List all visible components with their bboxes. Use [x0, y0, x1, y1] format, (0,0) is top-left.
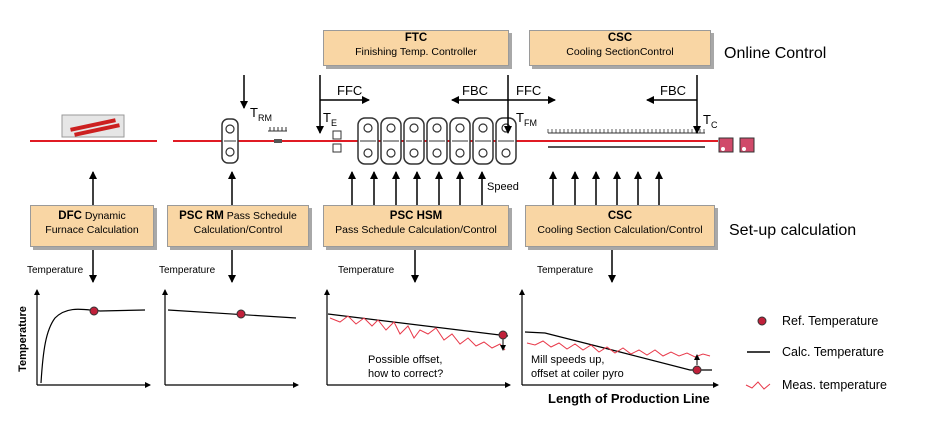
legend-meas-line	[745, 381, 771, 390]
offset-1-line-2: how to correct?	[368, 368, 444, 380]
chart-2-ref-point	[236, 309, 246, 319]
csc-top-subtitle: Cooling SectionControl	[566, 46, 674, 58]
legend-ref-label: Ref. Temperature	[782, 314, 879, 328]
chart-3-axes	[324, 289, 511, 388]
setup-calculation-label: Set-up calculation	[729, 222, 857, 239]
offset-1-line-1: Possible offset,	[368, 354, 443, 366]
finishing-stands	[357, 117, 517, 165]
finishing-stand-2	[380, 117, 402, 165]
online-control-label: Online Control	[724, 45, 827, 62]
chart-3-meas-curve	[329, 315, 506, 351]
csc-top-title: CSC	[607, 32, 633, 44]
csc-setup-title: CSC	[607, 210, 633, 222]
chart-3-temperature-label: Temperature	[338, 265, 395, 276]
offset-2-annotation: Mill speeds up, offset at coiler pyro	[531, 353, 624, 381]
t-fm-sub: FM	[523, 118, 537, 128]
fbc-1-label: FBC	[462, 83, 488, 98]
psc-hsm-box: PSC HSM Pass Schedule Calculation/Contro…	[323, 205, 509, 247]
t-c-sub: C	[710, 120, 718, 130]
fbc-2-label: FBC	[660, 83, 686, 98]
t-e-label: TE	[323, 110, 337, 128]
y-axis-label: Temperature	[17, 306, 29, 372]
furnace-icon	[61, 114, 125, 138]
t-c-label: TC	[703, 112, 718, 130]
speed-label: Speed	[487, 181, 519, 193]
dfc-rest: Dynamic	[81, 210, 126, 222]
psc-hsm-title: PSC HSM	[389, 210, 443, 222]
csc-top-box: CSC Cooling SectionControl	[529, 30, 711, 66]
coiler-icon	[718, 137, 755, 153]
dfc-line-2: Furnace Calculation	[45, 224, 139, 236]
csc-setup-line-2: Cooling Section Calculation/Control	[537, 224, 703, 236]
t-rm-main: T	[250, 105, 258, 120]
crop-shear-icon	[332, 130, 342, 153]
finishing-stand-7	[495, 117, 517, 165]
psc-hsm-up-arrows	[348, 171, 486, 205]
roughing-mill-icon	[221, 118, 239, 164]
legend-calc-label: Calc. Temperature	[782, 345, 884, 359]
psc-rm-title: PSC RM	[179, 210, 224, 222]
finishing-stand-4	[426, 117, 448, 165]
ftc-box: FTC Finishing Temp. Controller	[323, 30, 509, 66]
edger-icon	[268, 127, 287, 143]
chart-4-axes	[519, 289, 719, 388]
t-e-sub: E	[330, 118, 337, 128]
ftc-subtitle: Finishing Temp. Controller	[355, 46, 477, 58]
ffc-2-label: FFC	[516, 83, 542, 98]
t-e-main: T	[323, 110, 331, 125]
chart-4-temperature-label: Temperature	[537, 265, 594, 276]
legend-ref-dot	[757, 316, 767, 326]
psc-rm-rest: Pass Schedule	[223, 210, 297, 222]
chart-2-temperature-label: Temperature	[159, 265, 216, 276]
csc-setup-box: CSC Cooling Section Calculation/Control	[525, 205, 715, 247]
dfc-line-1: DFC Dynamic	[31, 209, 153, 223]
finishing-stand-5	[449, 117, 471, 165]
psc-hsm-line-2: Pass Schedule Calculation/Control	[335, 224, 497, 236]
psc-rm-line-2: Calculation/Control	[193, 224, 283, 236]
chart-1-calc-curve	[40, 308, 146, 384]
offset-1-annotation: Possible offset, how to correct?	[368, 353, 443, 381]
dfc-title: DFC	[58, 210, 82, 222]
chart-1-axes	[34, 289, 151, 388]
finishing-stand-1	[357, 117, 379, 165]
t-c-main: T	[703, 112, 711, 127]
chart-1-ref-point	[89, 306, 99, 316]
psc-rm-box: PSC RM Pass Schedule Calculation/Control	[167, 205, 309, 247]
offset-2-line-2: offset at coiler pyro	[531, 368, 624, 380]
offset-2-line-1: Mill speeds up,	[531, 354, 605, 366]
chart-4-ref-point	[692, 365, 702, 375]
t-fm-label: TFM	[516, 110, 537, 128]
t-fm-main: T	[516, 110, 524, 125]
t-rm-sub: RM	[257, 113, 272, 123]
cooling-section-icon	[547, 129, 705, 148]
t-rm-label: TRM	[250, 105, 272, 123]
psc-rm-line-1: PSC RM Pass Schedule	[168, 209, 308, 223]
dfc-box: DFC Dynamic Furnace Calculation	[30, 205, 154, 247]
chart-4-meas-curve	[526, 340, 711, 358]
chart-2-calc-curve	[167, 309, 297, 319]
ftc-title: FTC	[404, 32, 428, 44]
chart-3-calc-curve	[327, 313, 509, 337]
legend-meas-label: Meas. temperature	[782, 378, 887, 392]
csc-up-arrows	[549, 171, 663, 205]
finishing-stand-6	[472, 117, 494, 165]
ffc-1-label: FFC	[337, 83, 363, 98]
chart-1-temperature-label: Temperature	[27, 265, 84, 276]
chart-2-axes	[162, 289, 299, 388]
finishing-stand-3	[403, 117, 425, 165]
chart-3-ref-point	[498, 330, 508, 340]
x-axis-label: Length of Production Line	[548, 391, 710, 406]
